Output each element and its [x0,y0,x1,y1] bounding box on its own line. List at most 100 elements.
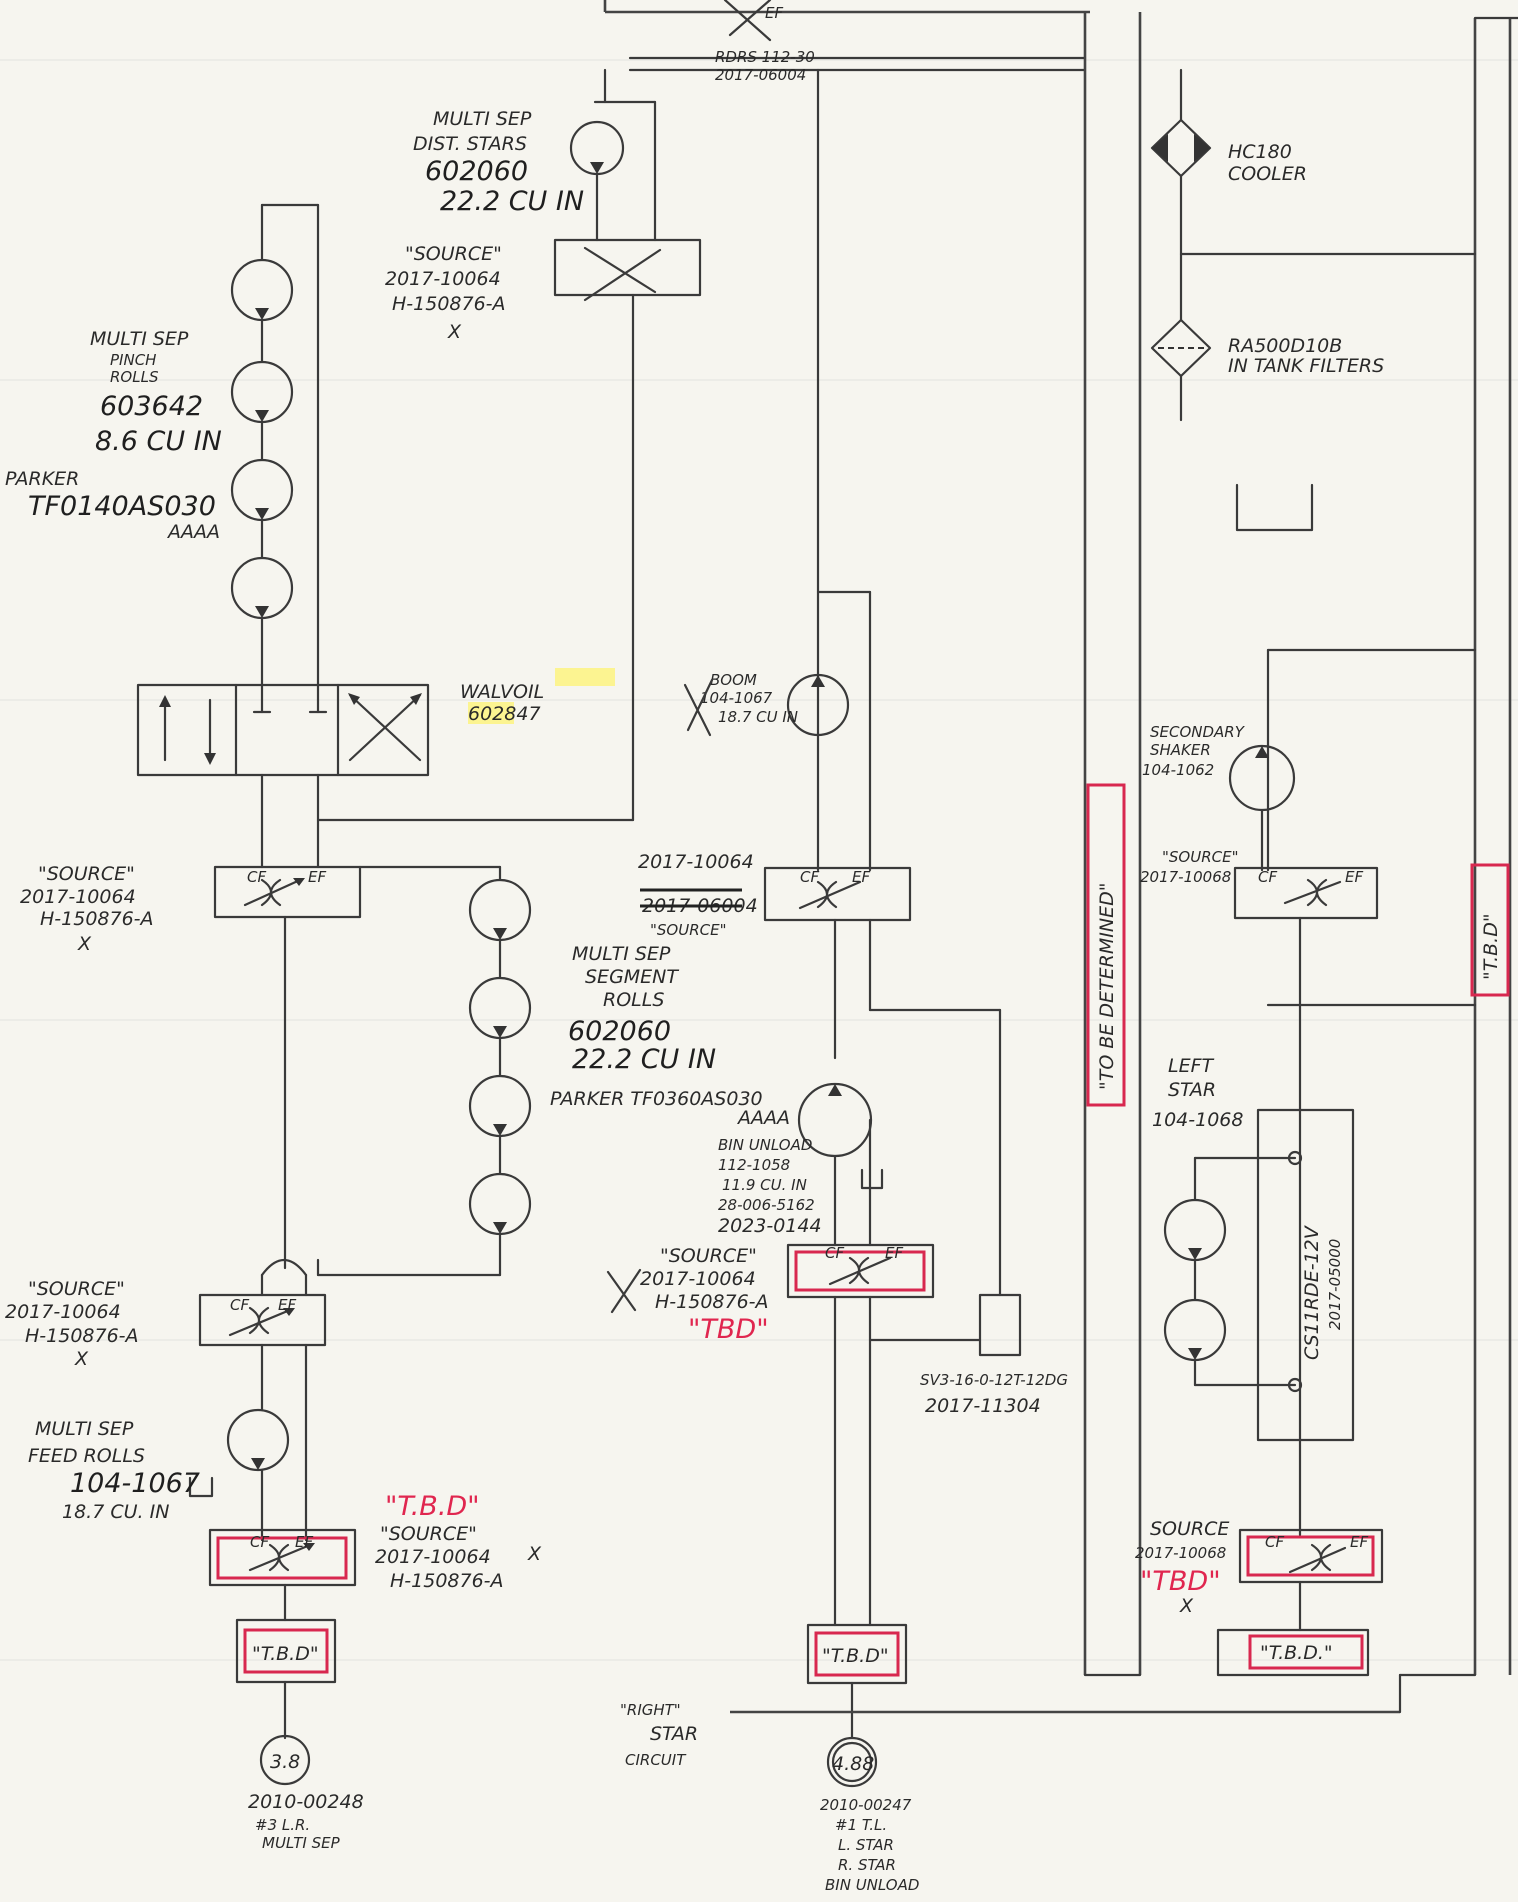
valve-right-2-ef: EF [1350,1533,1368,1551]
cooler-symbol: HC180 COOLER [1150,68,1477,322]
valve-1-cf: CF [247,868,266,886]
left-circuit: CF EF "SOURCE" 2017-10064 H-150876-A X C… [5,773,542,1852]
valve-right-2-cf: CF [1265,1533,1284,1551]
source-1-part: H-150876-A [40,908,154,930]
boom-label: BOOM [710,671,757,689]
center-source-part: H-150876-A [655,1291,769,1313]
left-star-valve [1256,1108,1355,1442]
right-source-top-number: 2017-10068 [1140,868,1231,886]
dist-stars-section: MULTI SEP DIST. STARS 602060 22.2 CU IN … [316,68,702,822]
top-tag: EF RDRS 112-30 2017-06004 [715,0,815,84]
walvoil-valve: WALVOIL 602847 [136,668,615,777]
gauge-center-value: 4.88 [832,1753,874,1775]
right-star-label-3: CIRCUIT [625,1751,687,1769]
gauge-center-line-2: #1 T.L. [835,1816,887,1834]
tbd-right-text: "T.B.D" [1480,913,1502,980]
tbd-left-label: "T.B.D" [385,1491,480,1522]
cooler-label-2: COOLER [1228,163,1307,185]
tbd-right-box: "T.B.D" [1470,863,1510,997]
right-star-label-2: STAR [650,1723,698,1745]
source-2-x: X [74,1348,89,1370]
center-tbd-red: "TBD" [688,1314,769,1345]
right-source-bottom-tbd: "TBD" [1140,1566,1221,1597]
right-star-label-1: "RIGHT" [620,1701,681,1719]
dist-stars-label-2: DIST. STARS [413,133,527,155]
left-star-label-1: LEFT [1168,1055,1215,1077]
dist-stars-label-1: MULTI SEP [433,108,532,130]
dist-stars-valve [553,238,702,297]
valve-right-ef: EF [1345,868,1363,886]
feed-rolls-part: 104-1067 [70,1468,200,1499]
filter-label-2: IN TANK FILTERS [1228,355,1384,377]
left-star-valve-number: 2017-05000 [1326,1239,1344,1330]
center-circuit: BOOM 104-1067 18.7 CU IN CF EF 2017-1006… [606,68,1402,1894]
gauge-left-number: 2010-00248 [248,1791,364,1813]
segment-rolls-label-1: MULTI SEP [572,943,671,965]
bin-unload-label: BIN UNLOAD [718,1136,812,1154]
segment-rolls-labels: MULTI SEP SEGMENT ROLLS 602060 22.2 CU I… [550,943,790,1129]
to-be-determined-box: "TO BE DETERMINED" [1086,783,1126,1107]
valve-3-cf: CF [250,1533,269,1551]
flow-control-valve-center [763,866,912,922]
top-tag-line-2: 2017-06004 [715,66,806,84]
source-3-number: 2017-10064 [375,1546,491,1568]
filter-label-1: RA500D10B [1228,335,1342,357]
segment-rolls-label-2: SEGMENT [585,966,679,988]
bin-unload-part: 112-1058 [718,1156,790,1174]
ruled-lines [0,59,1518,1661]
top-tag-line-1: RDRS 112-30 [715,48,815,66]
valve-3-ef: EF [295,1533,313,1551]
gauge-left-line-2: #3 L.R. [255,1816,310,1834]
secondary-shaker-label-2: SHAKER [1150,741,1211,759]
valve-center-ef: EF [852,868,870,886]
pressure-gauge-left [259,1734,311,1786]
valve-center-cf: CF [800,868,819,886]
bin-unload-part-2: 28-006-5162 [718,1196,815,1214]
dist-stars-part: 602060 [425,156,528,187]
flow-control-valve-center-2 [786,1243,935,1299]
source-ul-part: H-150876-A [392,293,506,315]
pinch-rolls-section: MULTI SEP PINCH ROLLS 603642 8.6 CU IN P… [5,203,320,702]
parker-ul-label: PARKER [5,468,79,490]
source-2-number: 2017-10064 [5,1301,121,1323]
segment-rolls-label-3: ROLLS [603,989,664,1011]
filter-symbol: RA500D10B IN TANK FILTERS [1150,318,1384,532]
left-star-part: 104-1068 [1152,1109,1243,1131]
top-tag-ef: EF [765,4,783,22]
valve-center-2-ef: EF [885,1244,903,1262]
source-1-number: 2017-10064 [20,886,136,908]
source-2-part: H-150876-A [25,1325,139,1347]
bin-unload-part-3: 2023-0144 [718,1215,822,1237]
secondary-shaker-label-1: SECONDARY [1150,723,1246,741]
valve-center-2-cf: CF [825,1244,844,1262]
right-circuit: SECONDARY SHAKER 104-1062 CF EF "SOURCE"… [1135,648,1477,1677]
gauge-center-number: 2010-00247 [820,1796,912,1814]
right-source-bottom-x: X [1179,1595,1194,1617]
right-source-top-label: "SOURCE" [1162,848,1238,866]
center-source-number: 2017-10064 [640,1268,756,1290]
parker-center-part: PARKER TF0360AS030 [550,1088,763,1110]
gauge-center-line-4: R. STAR [838,1856,896,1874]
bin-unload-displacement: 11.9 CU. IN [722,1176,807,1194]
source-3-part: H-150876-A [390,1570,504,1592]
source-1-x: X [77,933,92,955]
tbd-center-box [806,1623,908,1685]
pressure-gauge-center [826,1736,878,1788]
flow-control-valve-1 [213,865,362,919]
center-valve-source: "SOURCE" [650,921,726,939]
feed-rolls-label-1: MULTI SEP [35,1418,134,1440]
boom-part: 104-1067 [700,689,773,707]
left-star-valve-part: CS11RDE-12V [1301,1224,1323,1360]
tbd-left-box-text: "T.B.D" [252,1643,319,1665]
source-3-x: X [527,1543,542,1565]
right-source-bottom-number: 2017-10068 [1135,1544,1226,1562]
valve-2-ef: EF [278,1296,296,1314]
walvoil-label: WALVOIL [460,681,544,703]
valve-1-ef: EF [308,868,326,886]
tbd-right-box-bottom [1216,1628,1370,1677]
tbd-vertical-text: "TO BE DETERMINED" [1096,883,1118,1090]
gauge-center-line-3: L. STAR [838,1836,894,1854]
boom-displacement: 18.7 CU IN [718,708,798,726]
parker-center-suffix: AAAA [736,1107,790,1129]
